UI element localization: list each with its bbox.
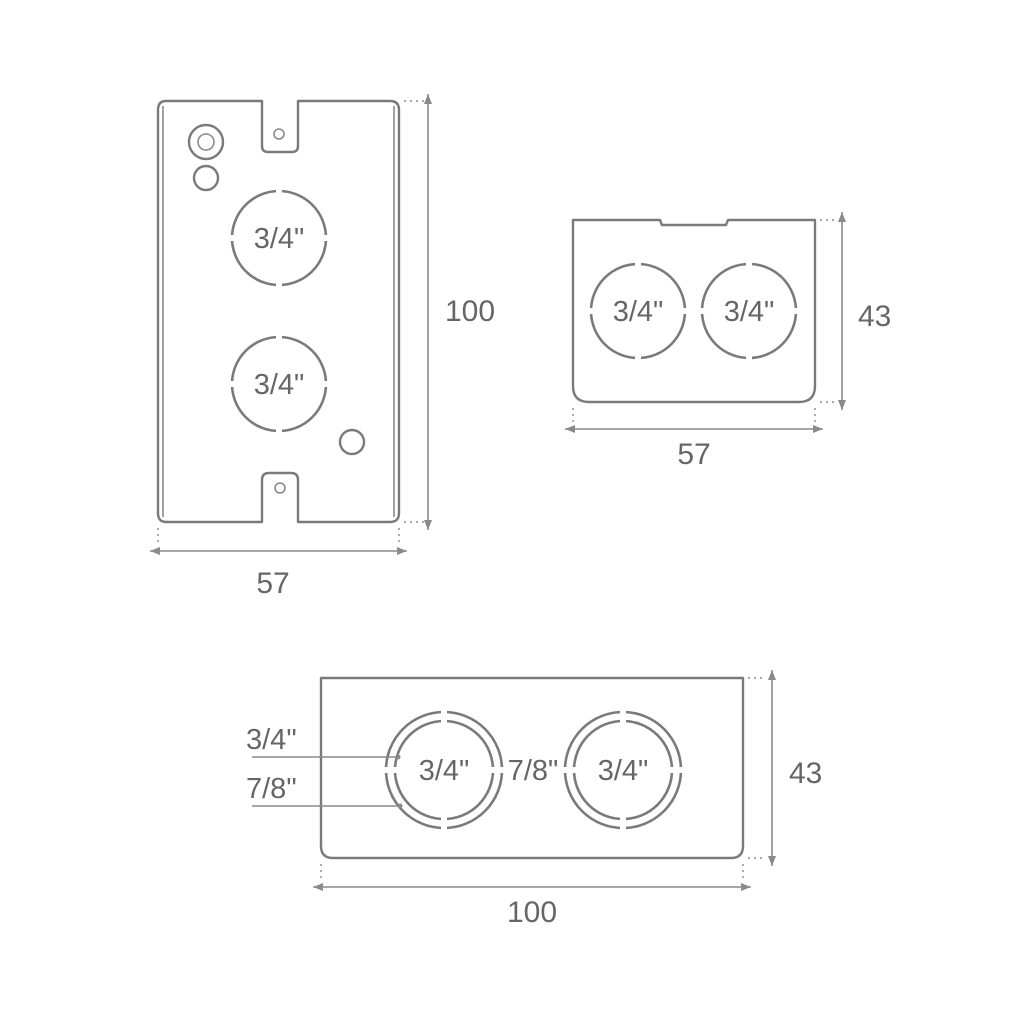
front-knockout-1: 3/4" xyxy=(229,188,329,288)
side-height-dimension: 43 xyxy=(820,212,891,410)
front-knockout-2-label: 3/4" xyxy=(254,369,305,401)
front-height-dimension: 100 xyxy=(404,94,495,530)
front-width-dimension: 57 xyxy=(150,528,407,600)
bottom-view-outline xyxy=(319,676,745,860)
front-width-label: 57 xyxy=(256,567,289,600)
bottom-width-dimension: 100 xyxy=(313,864,751,929)
bottom-knockout-2: 3/4" xyxy=(563,710,683,830)
side-view-outline xyxy=(571,218,817,404)
callout-outer-label: 7/8" xyxy=(246,773,297,805)
callout-inner: 3/4" xyxy=(246,724,401,760)
bottom-knockout-2-label: 3/4" xyxy=(598,755,649,787)
front-height-label: 100 xyxy=(445,295,495,328)
bottom-screw-hole xyxy=(274,482,286,494)
side-height-label: 43 xyxy=(858,300,891,333)
ground-screw-boss-outer xyxy=(187,123,225,161)
callout-inner-label: 3/4" xyxy=(246,724,297,756)
bottom-view: 3/4" 3/4" 7/8" 3/4" 7/8" xyxy=(246,670,822,929)
side-knockout-1-label: 3/4" xyxy=(613,296,664,328)
side-knockout-1: 3/4" xyxy=(588,261,688,361)
front-view: 3/4" 3/4" 100 57 xyxy=(150,94,495,600)
small-hole-lower xyxy=(338,428,366,456)
front-knockout-2: 3/4" xyxy=(229,334,329,434)
side-view: 3/4" 3/4" 43 57 xyxy=(565,212,891,471)
front-view-outline xyxy=(156,99,401,524)
top-screw-hole xyxy=(273,128,285,140)
side-width-label: 57 xyxy=(677,438,710,471)
bottom-width-label: 100 xyxy=(507,896,557,929)
side-width-dimension: 57 xyxy=(565,408,823,471)
front-view-inner-edge xyxy=(162,106,395,517)
small-hole-upper xyxy=(192,164,220,192)
bottom-knockout-1-label: 3/4" xyxy=(419,755,470,787)
bottom-knockout-1: 3/4" xyxy=(384,710,504,830)
bottom-height-label: 43 xyxy=(789,757,822,790)
front-knockout-1-label: 3/4" xyxy=(254,223,305,255)
bottom-height-dimension: 43 xyxy=(748,670,822,866)
side-knockout-2-label: 3/4" xyxy=(724,296,775,328)
side-knockout-2: 3/4" xyxy=(699,261,799,361)
between-knockout-label: 7/8" xyxy=(508,755,559,787)
ground-screw-boss-inner xyxy=(197,133,215,151)
callout-outer: 7/8" xyxy=(246,773,403,809)
